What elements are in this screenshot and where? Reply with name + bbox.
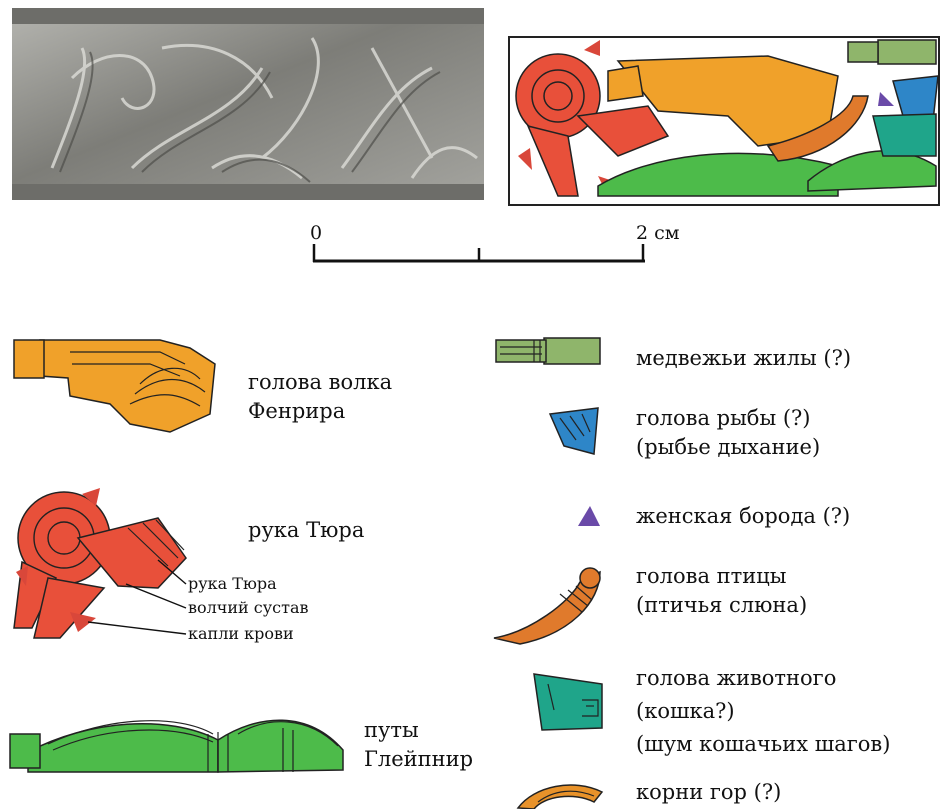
bear-sinews-icon [494, 336, 602, 366]
gleipnir-label-line1: путы [364, 716, 419, 745]
fish-head-label-line1: голова рыбы (?) [636, 404, 810, 433]
animal-head-label-line1: голова животного [636, 664, 836, 693]
tyr-callout-hand: рука Тюра [188, 574, 277, 594]
mountain-roots-icon [514, 778, 604, 809]
bird-head-label-line2: (птичья слюна) [636, 591, 807, 620]
wolf-head-label-line2: Фенрира [248, 397, 345, 426]
fish-head-icon [546, 406, 602, 458]
plaque-photo [12, 8, 484, 200]
animal-head-label-line2: (кошка?) [636, 697, 735, 726]
tyr-hand-label: рука Тюра [248, 516, 364, 545]
scale-start-label: 0 [310, 222, 322, 244]
plaque-drawing [508, 36, 940, 206]
animal-head-label-line3: (шум кошачьих шагов) [636, 730, 890, 759]
wolf-head-label-line1: голова волка [248, 368, 392, 397]
woman-beard-icon [576, 504, 602, 530]
fish-head-label-line2: (рыбье дыхание) [636, 433, 820, 462]
bear-sinews-label: медвежьи жилы (?) [636, 344, 851, 373]
bird-head-label-line1: голова птицы [636, 562, 786, 591]
wolf-head-icon [10, 334, 220, 434]
mountain-roots-label: корни гор (?) [636, 778, 781, 807]
scale-end-label: 2 см [636, 222, 680, 244]
tyr-callout-blood: капли крови [188, 624, 294, 644]
gleipnir-label-line2: Глейпнир [364, 745, 473, 774]
animal-head-icon [532, 670, 604, 734]
tyr-callout-joint: волчий сустав [188, 598, 309, 618]
bird-head-icon [490, 562, 604, 646]
scale-bar [312, 244, 646, 268]
gleipnir-icon [8, 700, 348, 776]
woman-beard-label: женская борода (?) [636, 502, 850, 531]
